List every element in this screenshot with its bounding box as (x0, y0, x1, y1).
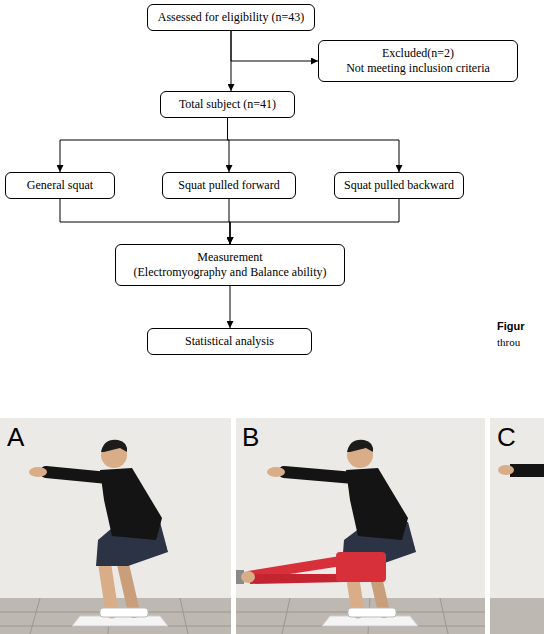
hair (347, 440, 373, 452)
caption-fragment: throu (497, 336, 520, 348)
arm (284, 472, 354, 478)
flow-arrow (230, 286, 231, 328)
resistance-band (248, 574, 344, 584)
box-text: Statistical analysis (185, 334, 274, 349)
hand (498, 465, 514, 475)
hand (267, 467, 285, 477)
flow-arrow (228, 118, 400, 172)
hand (29, 467, 47, 477)
panel-letter: A (7, 422, 24, 453)
box-text: Measurement (197, 250, 262, 265)
condition-box: General squat (5, 172, 115, 199)
wall (0, 418, 231, 634)
box-text: Assessed for eligibility (n=43) (158, 10, 304, 25)
flow-arrow (230, 199, 399, 244)
box-text: (Electromyography and Balance ability) (134, 265, 327, 280)
box-text: General squat (27, 178, 93, 193)
wall (236, 418, 485, 634)
photo-panel-b (236, 418, 485, 634)
band-loop (336, 552, 386, 582)
box-text: Squat pulled forward (178, 178, 279, 193)
condition-box: Squat pulled backward (334, 172, 464, 199)
box-text: Not meeting inclusion criteria (346, 61, 490, 76)
flow-arrow (231, 31, 318, 61)
box-text: Squat pulled backward (344, 178, 454, 193)
shin (122, 560, 134, 612)
shoes (348, 608, 396, 617)
process-box: Statistical analysis (147, 328, 312, 355)
process-box: Total subject (n=41) (160, 91, 295, 118)
arm (510, 464, 544, 477)
wall (490, 418, 544, 634)
panel-letter: B (242, 422, 259, 453)
caption-fragment: Figur (497, 320, 525, 332)
shoes (100, 608, 148, 617)
box-text: Excluded(n=2) (382, 46, 454, 61)
hair (101, 440, 127, 452)
shin (104, 560, 112, 612)
box-text: Total subject (n=41) (179, 97, 276, 112)
flow-arrow (60, 118, 228, 172)
photo-panel-c (490, 418, 544, 634)
floor (490, 598, 544, 634)
panel-letter: C (497, 422, 516, 453)
arm (46, 472, 108, 478)
process-box: Assessed for eligibility (n=43) (147, 4, 315, 31)
measurement-box: Measurement(Electromyography and Balance… (115, 244, 345, 286)
condition-box: Squat pulled forward (162, 172, 296, 199)
flow-arrow (60, 199, 230, 244)
helper-hand (241, 571, 255, 583)
photo-panel-a (0, 418, 231, 634)
exclusion-box: Excluded(n=2)Not meeting inclusion crite… (318, 40, 518, 82)
